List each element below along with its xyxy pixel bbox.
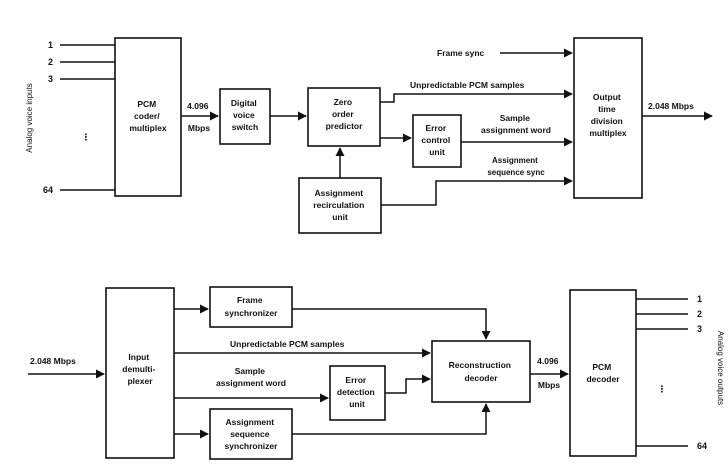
output-rate-label: 2.048 Mbps <box>648 101 694 111</box>
output-number-64: 64 <box>697 441 707 451</box>
pcm-encoder-block <box>114 37 182 197</box>
frame-synchronizer-block <box>209 286 293 328</box>
error-detection-unit-label: Error detection unit <box>337 375 377 409</box>
assignment-recirculation-unit-label: Assignment recirculation unit <box>313 188 366 222</box>
digital-voice-switch-label: Digital voice switch <box>231 98 259 132</box>
receiver-input-rate-label: 2.048 Mbps <box>30 356 76 366</box>
assignment-sequence-synchronizer-label: Assignment sequence synchronizer <box>225 417 279 451</box>
reconstruction-decoder-block <box>431 340 531 403</box>
receiver-diagram: 2.048 Mbps Input demulti- plexer Frame s… <box>28 286 725 460</box>
output-number-2: 2 <box>697 309 702 319</box>
analog-voice-inputs-label: Analog voice inputs <box>25 83 34 152</box>
pcm-decoder-label: PCM decoder <box>586 362 620 384</box>
error-detection-to-decoder-path <box>385 374 431 394</box>
output-number-1: 1 <box>697 294 702 304</box>
rate-4096-label: 4.096 Mbps <box>187 101 211 133</box>
frame-synchronizer-label: Frame synchronizer <box>225 295 279 318</box>
frame-sync-label: Frame sync <box>437 48 485 58</box>
zero-order-predictor-label: Zero order predictor <box>326 97 364 131</box>
error-control-unit-label: Error control unit <box>421 123 452 157</box>
error-detection-unit-block <box>329 365 386 421</box>
sample-assignment-word-label: Sample assignment word <box>481 113 551 135</box>
transmitter-diagram: Analog voice inputs 1 2 3 64 ⋮ PCM coder… <box>25 37 713 234</box>
input-demultiplexer-block <box>105 287 175 459</box>
assignment-sync-to-decoder-path <box>292 403 491 435</box>
pcm-decoder-block <box>569 289 637 457</box>
input-number-1: 1 <box>48 40 53 50</box>
error-control-unit-block <box>412 114 462 168</box>
assignment-sequence-sync-label: Assignment sequence sync <box>487 156 545 177</box>
unpredictable-samples-path <box>380 89 573 103</box>
assignment-sequence-sync-path <box>381 176 573 206</box>
pcm-encoder-label: PCM coder/ multiplex <box>129 99 167 133</box>
receiver-rate-4096-label: 4.096 Mbps <box>537 356 561 390</box>
analog-voice-outputs-label: Analog voice outputs <box>716 331 725 405</box>
output-ellipsis: ⋮ <box>658 384 667 394</box>
reconstruction-decoder-label: Reconstruction decoder <box>449 360 514 383</box>
output-tdm-label: Output time division multiplex <box>589 92 627 138</box>
zero-order-predictor-block <box>307 87 381 147</box>
unpredictable-samples-label: Unpredictable PCM samples <box>410 80 525 90</box>
input-ellipsis: ⋮ <box>82 132 91 142</box>
output-number-3: 3 <box>697 324 702 334</box>
input-number-3: 3 <box>48 74 53 84</box>
input-number-64: 64 <box>43 185 53 195</box>
input-demultiplexer-label: Input demulti- plexer <box>122 352 157 386</box>
input-number-2: 2 <box>48 57 53 67</box>
output-tdm-block <box>573 37 643 199</box>
frame-sync-to-decoder-path <box>292 308 491 340</box>
receiver-sample-assignment-label: Sample assignment word <box>216 366 286 388</box>
receiver-unpredictable-label: Unpredictable PCM samples <box>230 339 345 349</box>
